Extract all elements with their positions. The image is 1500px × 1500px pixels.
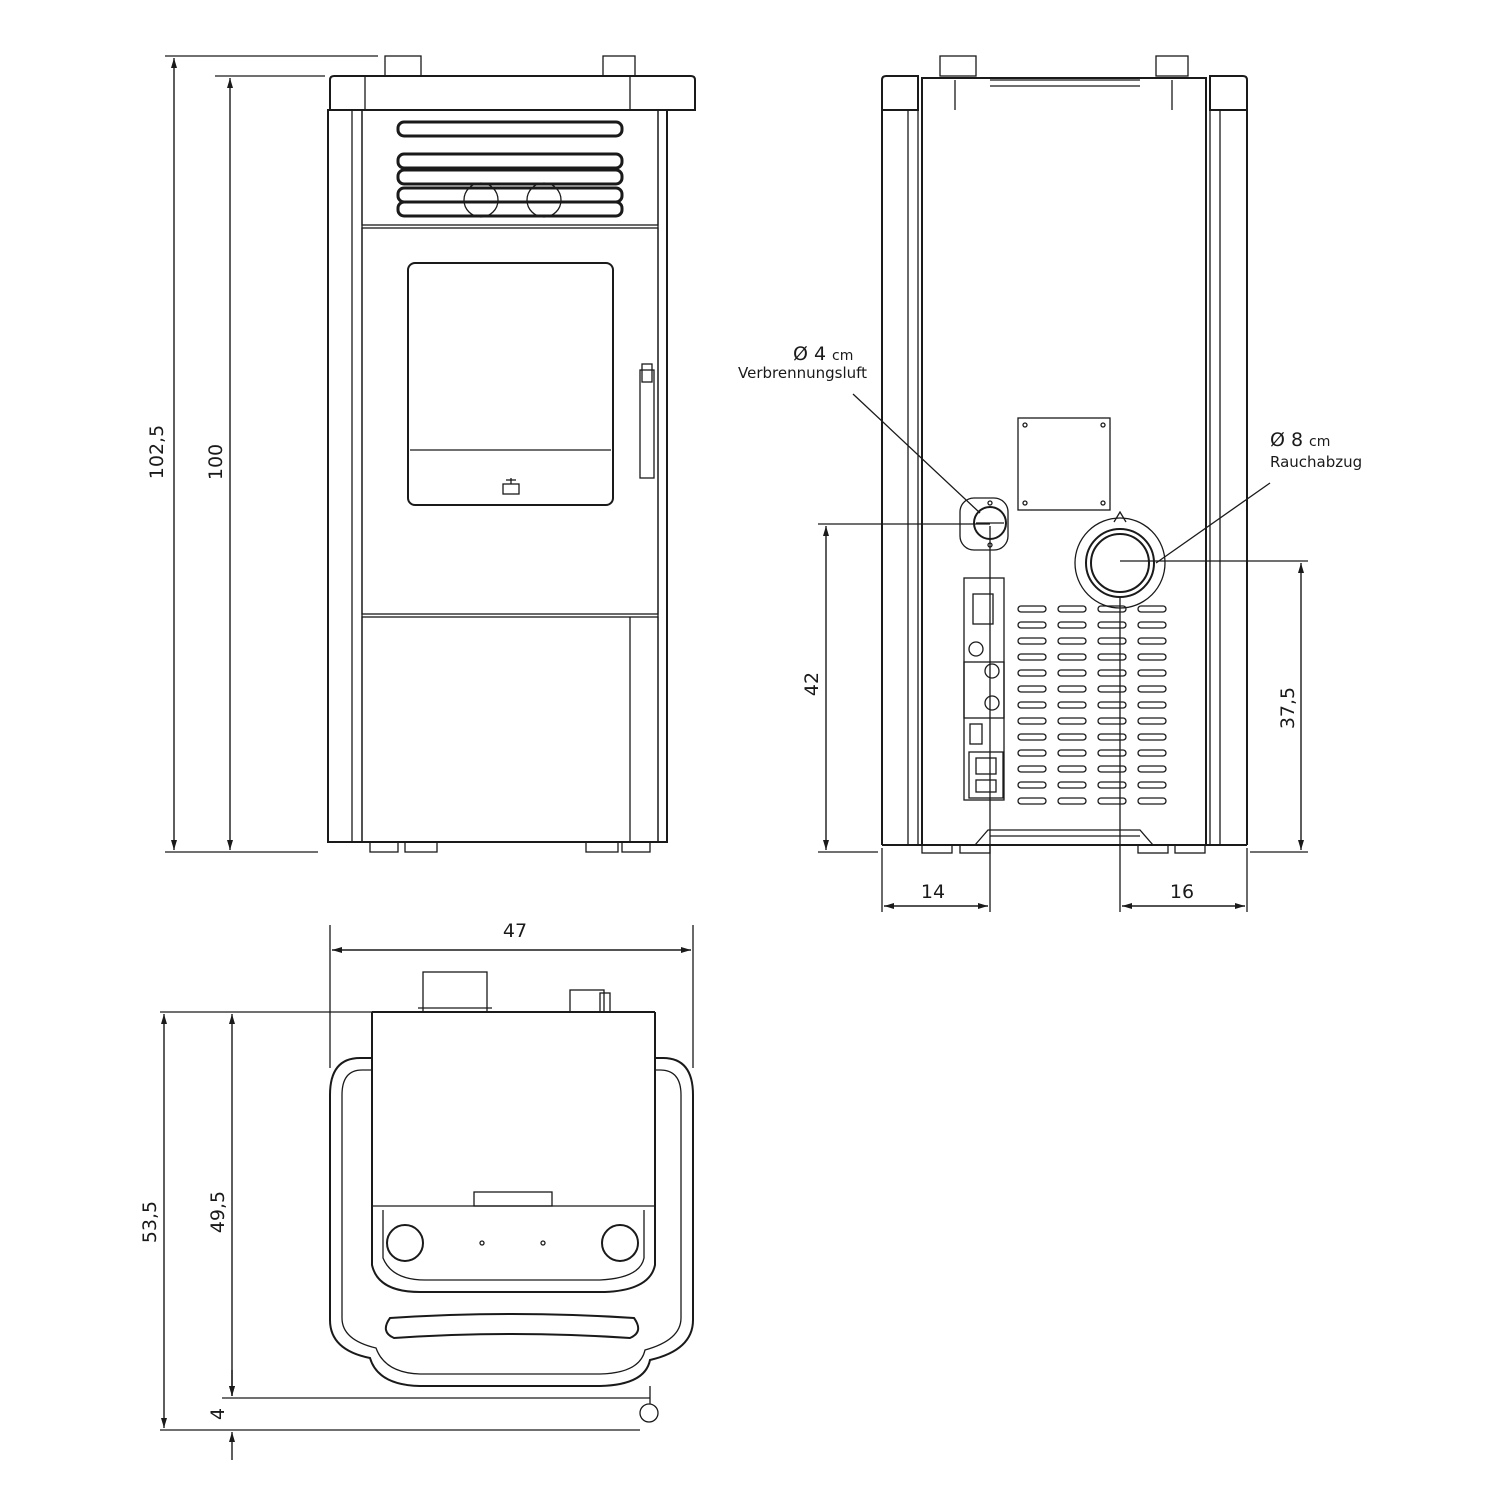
dim-air-inlet-height: 42 [801,672,823,696]
air-collar [569,989,605,1013]
vent-slot [1097,605,1127,613]
dim-total-depth: 53,5 [139,1201,161,1243]
vent-slot [1097,685,1127,693]
flue-unit: cm [1309,434,1330,450]
vent-slot [1017,733,1047,741]
dim-body-height: 100 [205,444,227,480]
vent-slot [1057,781,1087,789]
vent-slot [1057,701,1087,709]
vent-slot [1137,701,1167,709]
vent-slot [1097,797,1127,805]
door-handle-icon [639,363,655,479]
dim-body-depth: 49,5 [207,1191,229,1233]
vent-slot [1137,669,1167,677]
vent-slot [1097,621,1127,629]
vent-slot [1057,653,1087,661]
vent-slot [1137,637,1167,645]
vent-slot [1017,653,1047,661]
dim-flue-height: 37,5 [1277,687,1299,729]
handle-slot [384,1313,640,1340]
vent-slot [1017,749,1047,757]
dim-flue-side: 16 [1170,881,1194,903]
vent-slot [1137,749,1167,757]
vent-slot [1097,781,1127,789]
vent-slot [1057,669,1087,677]
vent-slot [1137,733,1167,741]
back-view [881,55,1248,854]
vent-slot [1057,685,1087,693]
air-inlet-unit: cm [832,348,853,364]
service-plate [1017,417,1111,511]
front-dimensions [165,55,378,853]
vent-slot [1097,733,1127,741]
vent-slot [1137,717,1167,725]
vent-slot [1057,637,1087,645]
vent-slot [1017,701,1047,709]
dim-top-width: 47 [503,920,527,942]
vent-slot [1137,765,1167,773]
flue-outlet [1074,510,1166,609]
dim-total-height: 102,5 [146,425,168,479]
air-inlet-label: Verbrennungsluft [738,364,867,382]
vent-slot [1017,717,1047,725]
vent-slot [1057,621,1087,629]
vent-slot [1057,765,1087,773]
vent-slot [1017,781,1047,789]
vent-slot [1057,797,1087,805]
vent-slot [1137,605,1167,613]
air-inlet-diameter: Ø 4 [793,343,826,365]
vent-slot [1017,797,1047,805]
vent-slot [1097,701,1127,709]
dim-front-offset: 4 [207,1408,229,1420]
vent-slot [1057,733,1087,741]
front-view [327,55,696,853]
vent-slot [1017,669,1047,677]
vent-slot [1097,765,1127,773]
vent-slot [1137,685,1167,693]
vent-slot [1017,685,1047,693]
flue-collar [422,971,488,1013]
vent-slot [1137,781,1167,789]
vent-slot [1057,605,1087,613]
vent-slot [1097,637,1127,645]
vent-slot [1137,797,1167,805]
logo-icon [502,478,520,495]
vent-slot [1057,717,1087,725]
top-view [329,971,694,1423]
control-panel [963,577,1005,801]
vent-slot [1017,765,1047,773]
vent-slot [1097,669,1127,677]
top-dimensions [160,925,694,1460]
dim-air-inlet-side: 14 [921,881,945,903]
door-window [407,262,614,506]
back-dimensions [818,393,1308,912]
vent-slot [1017,621,1047,629]
vent-slot [1137,653,1167,661]
flue-label: Rauchabzug [1270,453,1362,471]
vent-slot [1097,749,1127,757]
air-grille [396,120,624,218]
vent-slot [1017,605,1047,613]
vent-slot [1097,717,1127,725]
vent-slot [1137,621,1167,629]
flue-diameter: Ø 8 [1270,429,1303,451]
vent-slot [1017,637,1047,645]
vent-slot [1057,749,1087,757]
vent-slot [1097,653,1127,661]
vent-slots [1017,605,1167,805]
